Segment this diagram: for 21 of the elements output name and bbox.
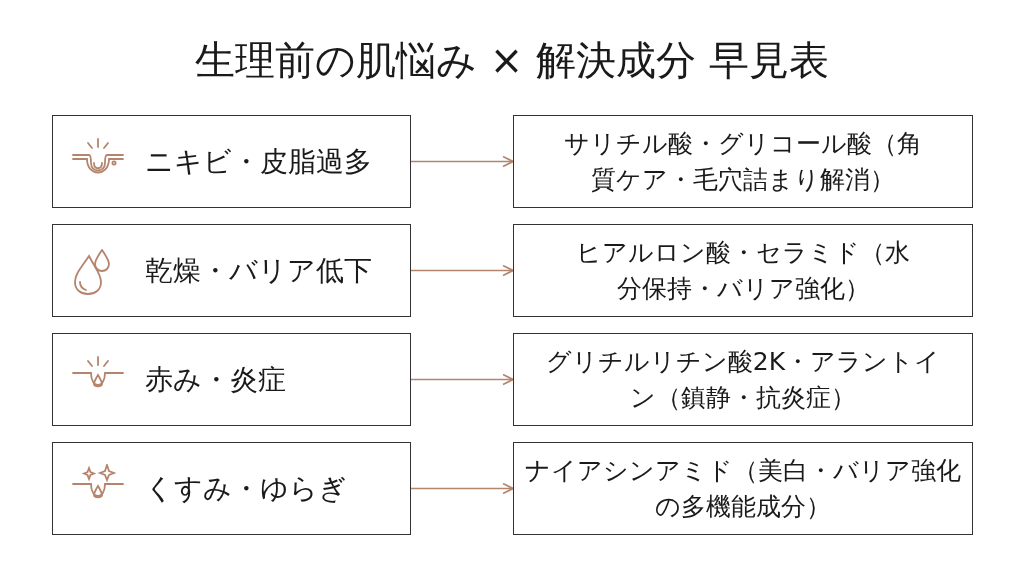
ingredient-label: ヒアルロン酸・セラミド（水分保持・バリア強化）	[575, 236, 911, 305]
concern-label: 乾燥・バリア低下	[145, 252, 372, 289]
ingredient-box	[513, 115, 973, 208]
concern-box	[52, 115, 411, 208]
concern-box	[52, 442, 411, 535]
arrow	[410, 373, 514, 386]
ingredient-label: ナイアシンアミド（美白・バリア強化の多機能成分）	[524, 454, 962, 523]
ingredient-box	[513, 224, 973, 317]
ingredient-label: グリチルリチン酸2K・アラントイン（鎮静・抗炎症）	[544, 345, 942, 414]
ingredient-label: サリチル酸・グリコール酸（角質ケア・毛穴詰まり解消）	[563, 127, 923, 196]
arrow	[410, 482, 514, 495]
concern-label: くすみ・ゆらぎ	[145, 470, 347, 507]
arrow	[410, 264, 514, 277]
concern-label: ニキビ・皮脂過多	[145, 143, 372, 180]
ingredient-box	[513, 333, 973, 426]
concern-box	[52, 333, 411, 426]
arrow	[410, 155, 514, 168]
ingredient-box	[513, 442, 973, 535]
concern-label: 赤み・炎症	[145, 361, 286, 398]
title: 生理前の肌悩み × 解決成分 早見表	[194, 36, 830, 85]
concern-box	[52, 224, 411, 317]
